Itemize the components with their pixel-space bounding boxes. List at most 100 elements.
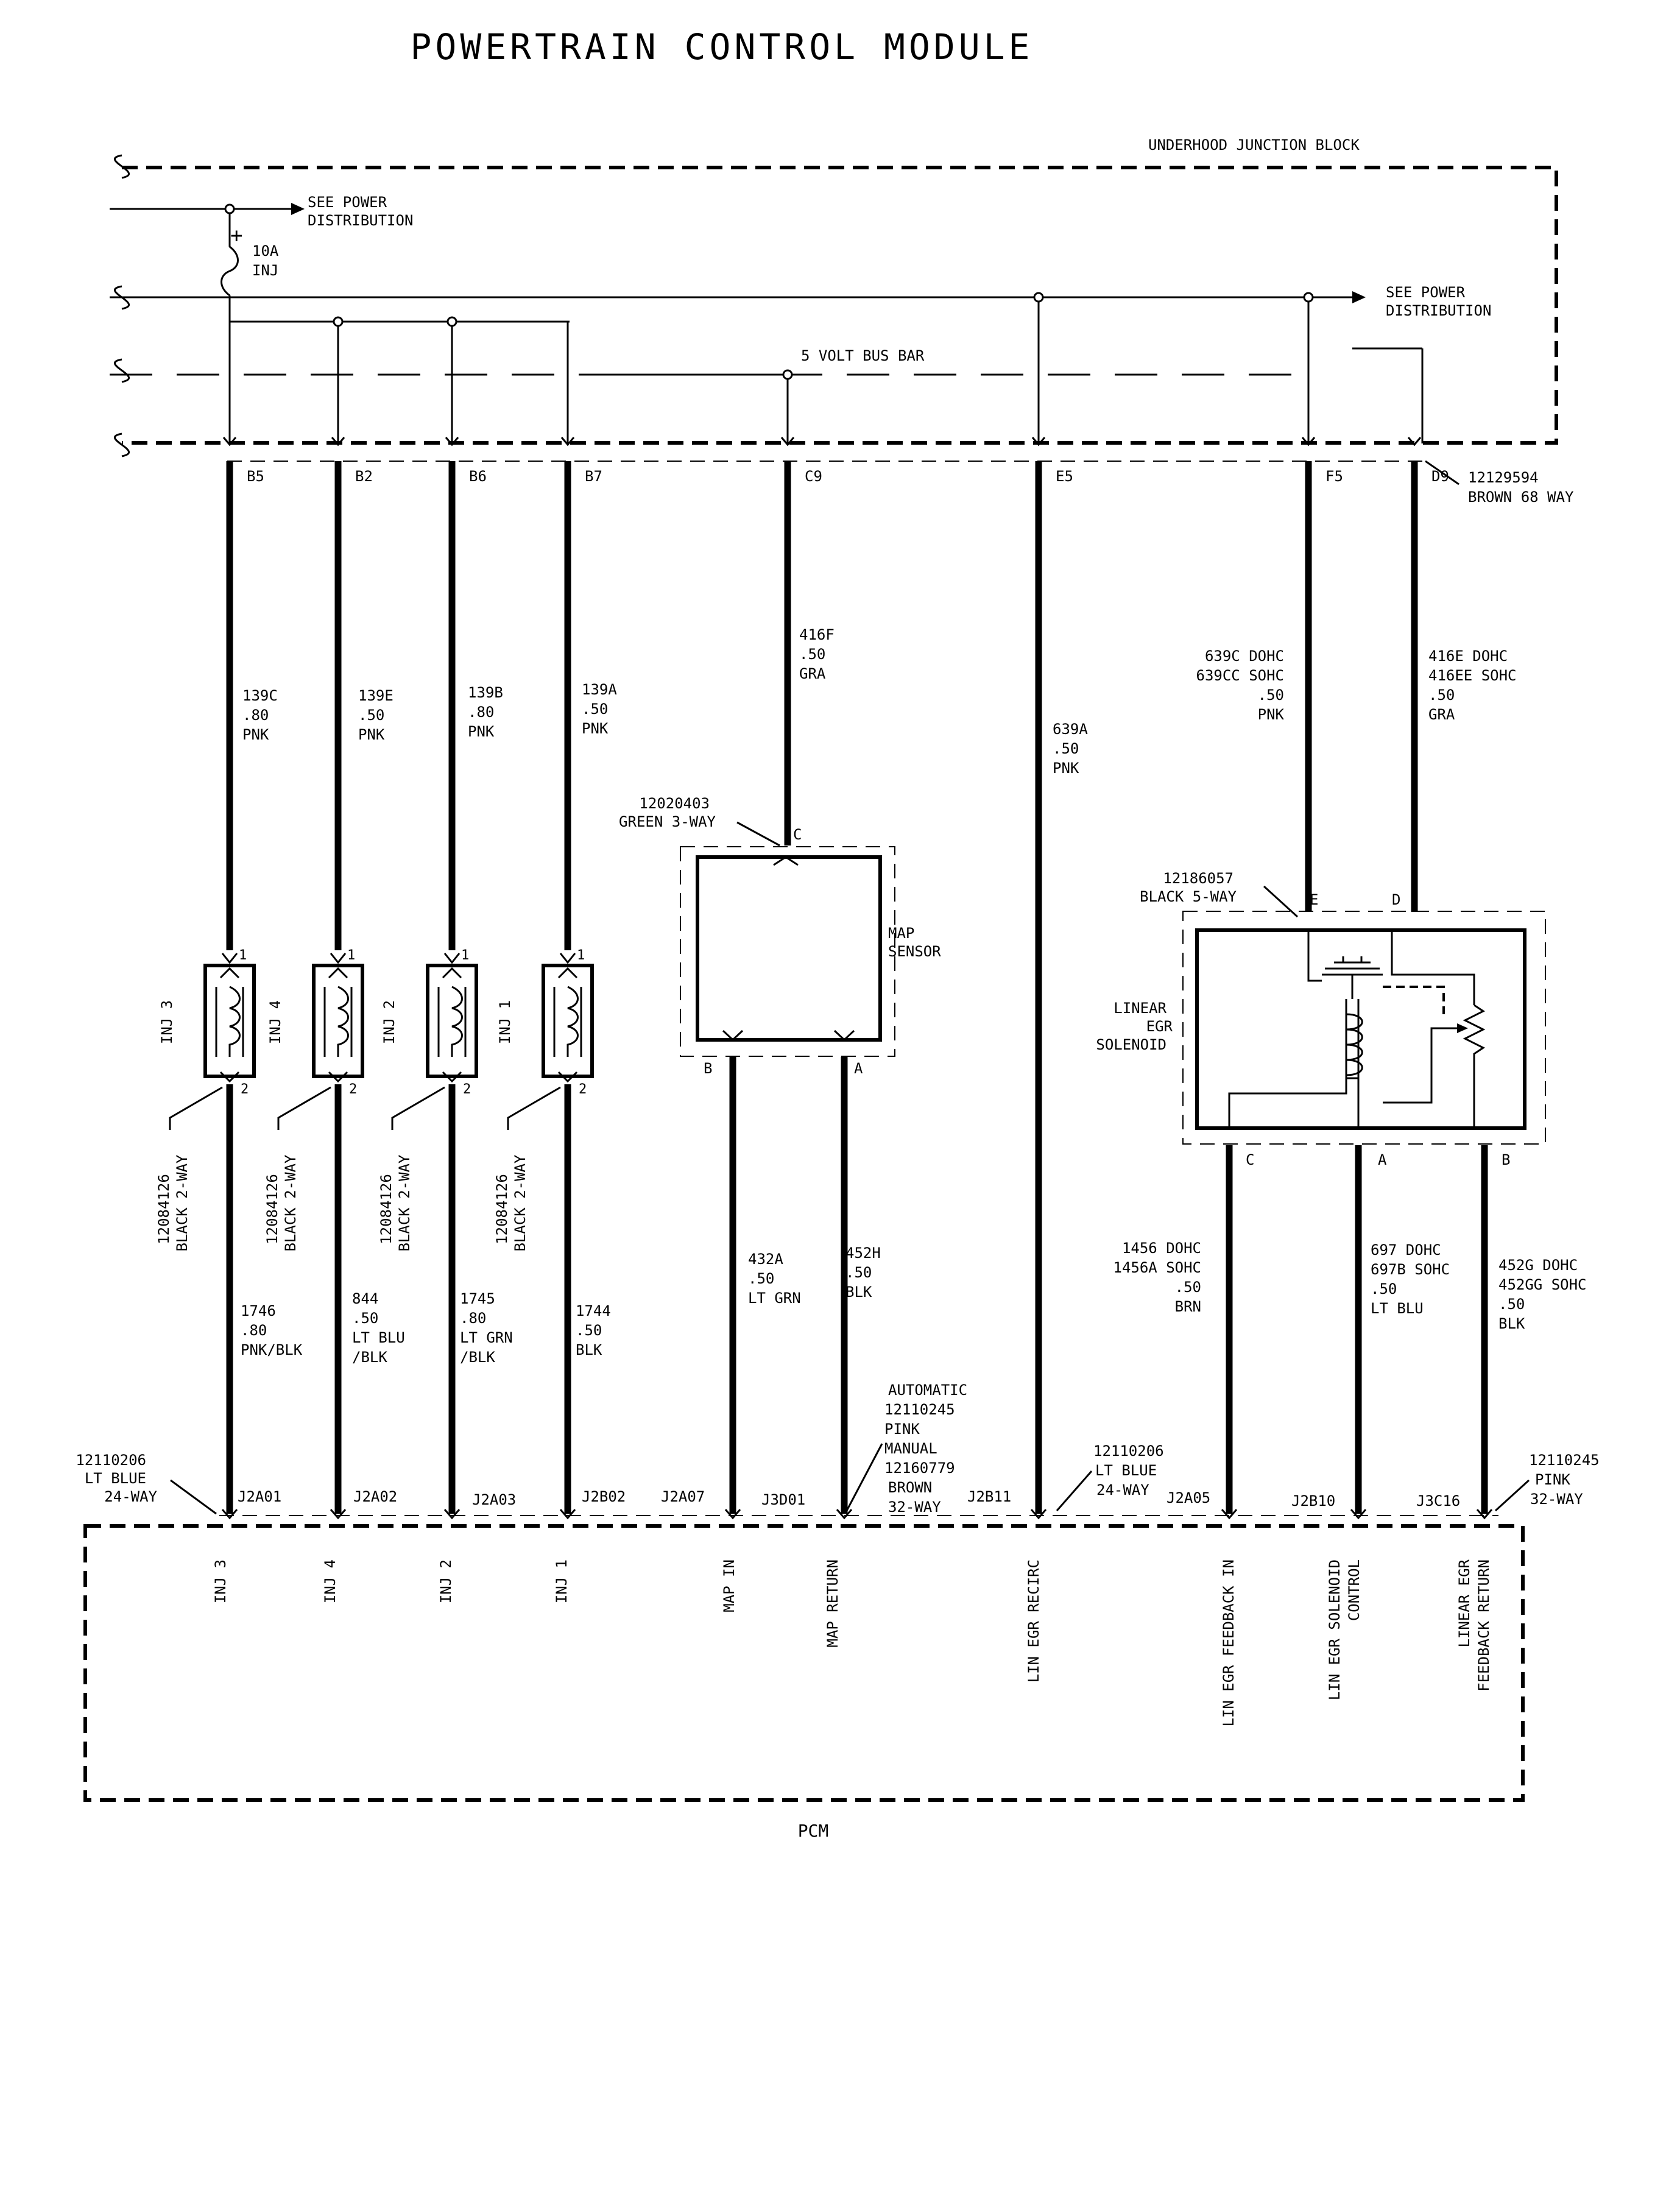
injector-connector-part: 12084126 xyxy=(493,1174,510,1244)
svg-text:DISTRIBUTION: DISTRIBUTION xyxy=(308,212,413,229)
pcm-function-label: FEEDBACK RETURN xyxy=(1475,1559,1492,1692)
lower-wire-label: 452H xyxy=(845,1244,881,1262)
pcm-pin-arrow xyxy=(221,1509,238,1520)
svg-text:+: + xyxy=(230,224,242,248)
injector-connector-part: 12084126 xyxy=(264,1174,281,1244)
upper-wire-label: PNK xyxy=(582,720,609,737)
svg-text:24-WAY: 24-WAY xyxy=(1096,1481,1149,1499)
arrow-icon xyxy=(291,203,305,215)
map-pin-b: B xyxy=(704,1060,712,1077)
pcm-pin-arrow xyxy=(1030,1509,1047,1520)
wire-arrow xyxy=(222,437,237,447)
lower-wire-label: 1746 xyxy=(241,1302,276,1319)
upper-wire-label: 416EE SOHC xyxy=(1428,667,1517,684)
lower-wire-label: 452G DOHC xyxy=(1498,1257,1578,1274)
svg-text:LT BLUE: LT BLUE xyxy=(1095,1462,1157,1479)
wire-arrow xyxy=(1031,437,1046,447)
upper-wire-label: 639A xyxy=(1053,721,1088,738)
upper-wire-label: PNK xyxy=(1053,760,1079,777)
upper-wire-label: GRA xyxy=(1428,706,1455,723)
pcm-connector-auto: AUTOMATIC xyxy=(888,1382,967,1399)
egr-connector-part: 12186057 xyxy=(1163,870,1234,887)
pcm-label: PCM xyxy=(798,1821,829,1841)
svg-text:32-WAY: 32-WAY xyxy=(888,1499,941,1516)
upper-wire-label: .50 xyxy=(1428,687,1455,704)
upper-wire-label: 139B xyxy=(468,684,503,701)
svg-text:SOLENOID: SOLENOID xyxy=(1096,1036,1166,1053)
upper-connector: 12129594 BROWN 68 WAY xyxy=(227,460,1574,506)
lower-wire-label: 697 DOHC xyxy=(1371,1241,1441,1259)
lower-wire-label: 1456A SOHC xyxy=(1114,1259,1202,1276)
map-sensor-label: MAP xyxy=(888,925,914,942)
upper-wire-label: .50 xyxy=(1258,687,1284,704)
pcm-connector-left-part: 12110206 xyxy=(76,1452,146,1469)
lower-wire-label: 1456 DOHC xyxy=(1122,1240,1201,1257)
egr-solenoid-label: LINEAR xyxy=(1114,1000,1166,1017)
injector-pin-bottom: 2 xyxy=(579,1082,587,1097)
arrow-icon xyxy=(1352,291,1366,303)
lower-wire-label: .50 xyxy=(1371,1280,1397,1297)
lower-wire-label: .50 xyxy=(352,1310,378,1327)
svg-text:LT BLUE: LT BLUE xyxy=(85,1470,146,1487)
pcm-function-label: CONTROL xyxy=(1346,1559,1363,1621)
upper-wires xyxy=(222,292,1422,1514)
injector-pin-top: 1 xyxy=(461,948,469,963)
injector-name: INJ 3 xyxy=(158,1000,175,1044)
injector-body xyxy=(203,964,256,1078)
injector-connector-desc: BLACK 2-WAY xyxy=(396,1154,413,1251)
pcm-pin-arrow xyxy=(724,1509,741,1520)
upper-pin-label: B5 xyxy=(247,468,264,485)
egr-solenoid: 12186057 BLACK 5-WAY E D C A B LINEAR EG… xyxy=(1096,870,1546,1168)
svg-text:12110245: 12110245 xyxy=(884,1401,955,1418)
injector-connector-desc: BLACK 2-WAY xyxy=(174,1154,191,1251)
injector-pin-bottom: 2 xyxy=(463,1082,471,1097)
underhood-junction-block: UNDERHOOD JUNCTION BLOCK SEE POWER DISTR… xyxy=(110,136,1558,457)
lower-wire-label: BLK xyxy=(845,1283,872,1301)
coil-icon xyxy=(451,986,463,1057)
egr-pin-b: B xyxy=(1502,1151,1510,1168)
coil-icon xyxy=(337,986,349,1057)
lower-wire-label: BLK xyxy=(1498,1315,1525,1332)
coil-icon xyxy=(228,986,241,1057)
egr-pin-a: A xyxy=(1378,1151,1387,1168)
pcm-pin-label: J2B11 xyxy=(967,1488,1011,1505)
pcm-pin-label: J2A01 xyxy=(238,1488,281,1505)
upper-wire-label: PNK xyxy=(1258,706,1285,723)
egr-connector-desc: BLACK 5-WAY xyxy=(1140,888,1237,905)
upper-wire-label: .50 xyxy=(799,646,825,663)
pcm-function-label: MAP IN xyxy=(721,1559,738,1612)
svg-text:DISTRIBUTION: DISTRIBUTION xyxy=(1386,302,1491,319)
injector-pin-bottom: 2 xyxy=(241,1082,249,1097)
lower-wire-label: PNK/BLK xyxy=(241,1341,303,1358)
upper-connector-part: 12129594 xyxy=(1468,469,1539,486)
see-power-label-2: SEE POWER xyxy=(1386,284,1466,301)
svg-text:MANUAL: MANUAL xyxy=(884,1440,937,1457)
svg-text:24-WAY: 24-WAY xyxy=(104,1488,157,1505)
pcm-connector-middle-right-part: 12110206 xyxy=(1093,1442,1164,1460)
egr-pin-c: C xyxy=(1246,1151,1254,1168)
pcm-function-label: LINEAR EGR xyxy=(1456,1559,1473,1647)
injector-pin-top: 1 xyxy=(347,948,355,963)
svg-text:BROWN: BROWN xyxy=(888,1479,932,1496)
upper-pin-label: B2 xyxy=(355,468,373,485)
see-power-label-1: SEE POWER xyxy=(308,194,387,211)
lower-wire-label: 1744 xyxy=(576,1302,611,1319)
lower-wire-label: .50 xyxy=(1175,1279,1201,1296)
wire-arrow xyxy=(780,437,795,447)
egr-pin-d: D xyxy=(1392,891,1400,908)
wire-arrow xyxy=(445,437,459,447)
egr-solenoid-internal xyxy=(1228,930,1486,1128)
pcm-pin-arrow xyxy=(836,1509,853,1520)
svg-text:EGR: EGR xyxy=(1146,1018,1173,1035)
upper-wire-label: PNK xyxy=(468,723,495,740)
pcm-function-label: INJ 2 xyxy=(437,1559,454,1603)
lower-wire-label: .80 xyxy=(241,1322,267,1339)
map-pin-c: C xyxy=(793,826,802,843)
lower-wire-label: .50 xyxy=(1498,1296,1525,1313)
svg-text:PINK: PINK xyxy=(1535,1471,1570,1488)
pcm-module: PCM xyxy=(83,1524,1525,1841)
